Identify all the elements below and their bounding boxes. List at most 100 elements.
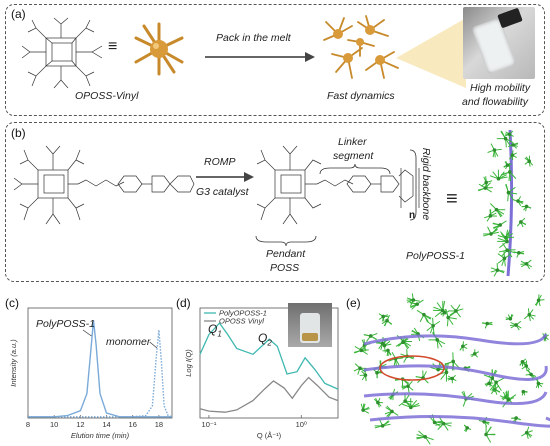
- render-b-poss-core: [524, 204, 529, 209]
- render-e-poss-core: [444, 370, 449, 375]
- linker-label-line1: Linker: [338, 136, 367, 148]
- render-b-poss-core: [517, 251, 521, 255]
- render-e-poss-core: [385, 318, 389, 323]
- saxs-legend-label: OPOSS Vinyl: [219, 317, 264, 326]
- saxs-inset-photo: [288, 303, 332, 347]
- render-e-poss-core: [514, 416, 518, 420]
- gpc-series-line-monomer: [28, 329, 173, 418]
- vial-photo: [463, 7, 535, 79]
- render-b-poss-core: [505, 163, 510, 167]
- panel-b: [5, 122, 545, 282]
- fast-dynamics-label: Fast dynamics: [327, 90, 395, 102]
- saxs-series-line-0: [199, 322, 339, 390]
- monomer-peak-label: monomer: [106, 336, 151, 348]
- render-e-poss-core: [375, 370, 379, 375]
- render-b-poss-core: [488, 214, 493, 218]
- pendant-label-line2: POSS: [270, 262, 300, 274]
- render-e-poss-core: [423, 435, 428, 439]
- panel-c-label: (c): [5, 296, 19, 310]
- render-e-poss-core: [436, 367, 440, 372]
- render-e-poss-core: [368, 334, 373, 338]
- mobility-label-line2: and flowability: [462, 96, 528, 108]
- render-b-poss-core: [496, 176, 501, 181]
- render-e-poss-core: [440, 308, 445, 313]
- panel-d-label: (d): [176, 296, 191, 310]
- render-e-poss-core: [380, 341, 385, 346]
- render-b-poss-core: [492, 148, 497, 152]
- panel-e-label: (e): [346, 296, 361, 310]
- render-e-poss-core: [484, 432, 488, 437]
- render-e-poss-core: [524, 364, 529, 368]
- render-e-backbone: [363, 364, 548, 381]
- render-e-poss-core: [454, 309, 458, 313]
- render-e-backbone: [363, 391, 548, 406]
- render-b-poss-core: [524, 261, 529, 266]
- monomer-structure: [13, 145, 195, 225]
- render-e-poss-core: [514, 323, 518, 327]
- render-e-poss-core: [472, 351, 477, 356]
- render-e-poss-core: [431, 323, 435, 328]
- render-e-poss-core: [401, 340, 405, 345]
- saxs-legend-label: PolyOPOSS-1: [219, 309, 267, 318]
- render-e-poss-core: [520, 359, 525, 364]
- gpc-x-tick-label: 10: [50, 420, 58, 429]
- gpc-x-tick-label: 8: [26, 420, 30, 429]
- gpc-y-axis-label: Intensity (a.u.): [9, 339, 18, 387]
- inset-vial-sample: [302, 333, 318, 341]
- render-e-poss-core: [361, 408, 365, 412]
- panel-a: [5, 4, 545, 116]
- vial-body: [471, 17, 517, 75]
- render-b-poss-core: [516, 199, 520, 203]
- light-beam-shape: [396, 18, 466, 88]
- gpc-x-tick-label: 14: [102, 420, 110, 429]
- render-e-poss-core: [446, 315, 450, 320]
- highlight-ellipse: [379, 355, 445, 381]
- render-e-poss-core: [432, 420, 437, 425]
- render-e-poss-core: [536, 381, 541, 386]
- q1-peak-label: Q1: [208, 322, 222, 339]
- equiv-symbol-a: ≡: [108, 38, 118, 55]
- oposs-vinyl-label: OPOSS-Vinyl: [75, 90, 139, 102]
- saxs-x-tick-label: 10⁻¹: [202, 420, 217, 429]
- pack-in-melt-label: Pack in the melt: [216, 32, 291, 44]
- render-e-backbone: [369, 414, 550, 428]
- saxs-plot-frame: [199, 307, 339, 419]
- render-e-poss-core: [359, 348, 364, 353]
- render-b-poss-core: [494, 207, 499, 212]
- render-b-poss-core: [506, 190, 511, 195]
- gpc-x-axis-label: Elution time (min): [71, 431, 130, 440]
- render-e-poss-core: [390, 409, 394, 414]
- gpc-monomer-pointer: [149, 341, 158, 349]
- render-e-poss-core: [524, 430, 529, 435]
- polymer-repeat-structure: n: [256, 145, 420, 225]
- gpc-plot-frame: [27, 307, 173, 419]
- md-simulation-render: [353, 293, 550, 445]
- render-e-poss-core: [485, 321, 490, 326]
- render-e-poss-core: [380, 424, 385, 428]
- render-e-poss-core: [490, 376, 495, 381]
- saxs-x-tick-label: 10⁰: [296, 420, 307, 429]
- rigid-backbone-label: Rigid backbone: [420, 147, 433, 221]
- panel-a-label: (a): [11, 7, 26, 21]
- render-e-poss-core: [536, 298, 541, 303]
- render-b-poss-core: [489, 232, 493, 236]
- saxs-y-axis-label: Log I(Q): [184, 349, 193, 377]
- render-e-poss-core: [451, 359, 456, 364]
- saxs-series-line-1: [199, 376, 339, 413]
- saxs-x-axis-label: Q (Å⁻¹): [257, 431, 282, 440]
- render-e-poss-core: [406, 384, 410, 388]
- gold-star-molecule-icon: [134, 22, 184, 76]
- gpc-x-tick-label: 18: [155, 420, 163, 429]
- gold-cluster-icon: [323, 15, 399, 79]
- polymer-render-b: [477, 129, 534, 277]
- linker-brace: [319, 163, 391, 175]
- render-e-poss-core: [529, 372, 533, 377]
- pack-arrow: [205, 52, 315, 62]
- gpc-x-tick-label: 12: [76, 420, 84, 429]
- romp-label: ROMP: [204, 156, 236, 168]
- gpc-polymer-pointer: [82, 329, 92, 337]
- g3-catalyst-label: G3 catalyst: [196, 186, 249, 198]
- render-b-backbone: [506, 129, 514, 277]
- render-e-poss-core: [358, 366, 362, 371]
